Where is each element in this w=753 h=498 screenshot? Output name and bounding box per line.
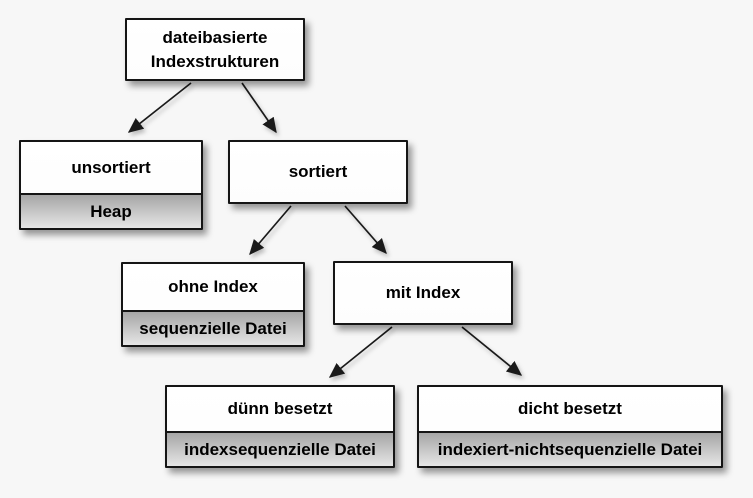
- node-sortiert: sortiert: [228, 140, 408, 204]
- edge-sortiert-mit-index: [344, 205, 387, 255]
- edge-root-sortiert: [241, 82, 277, 134]
- node-ohne-index-sublabel: sequenzielle Datei: [123, 310, 303, 345]
- node-duenn-besetzt-label: dünn besetzt: [227, 399, 333, 418]
- node-root: dateibasierte Indexstrukturen: [125, 18, 305, 81]
- edge-sortiert-ohne-index: [249, 205, 292, 256]
- node-unsortiert: unsortiert Heap: [19, 140, 203, 230]
- node-root-label: dateibasierte Indexstrukturen: [150, 27, 280, 71]
- edge-mit-index-duenn-besetzt: [328, 326, 393, 378]
- node-sortiert-label: sortiert: [288, 162, 348, 181]
- node-mit-index-label: mit Index: [385, 283, 461, 302]
- node-duenn-besetzt: dünn besetzt indexsequenzielle Datei: [165, 385, 395, 468]
- node-dicht-besetzt-sublabel: indexiert-nichtsequenzielle Datei: [419, 431, 721, 466]
- node-unsortiert-label: unsortiert: [71, 157, 151, 177]
- node-unsortiert-sublabel: Heap: [21, 193, 201, 228]
- node-mit-index: mit Index: [333, 261, 513, 325]
- node-dicht-besetzt: dicht besetzt indexiert-nichtsequenziell…: [417, 385, 723, 468]
- node-ohne-index: ohne Index sequenzielle Datei: [121, 262, 305, 347]
- node-dicht-besetzt-label: dicht besetzt: [518, 399, 622, 418]
- node-duenn-besetzt-sublabel: indexsequenzielle Datei: [167, 431, 393, 466]
- edge-mit-index-dicht-besetzt: [461, 326, 523, 376]
- node-ohne-index-label: ohne Index: [168, 277, 258, 296]
- edge-root-unsortiert: [127, 82, 192, 133]
